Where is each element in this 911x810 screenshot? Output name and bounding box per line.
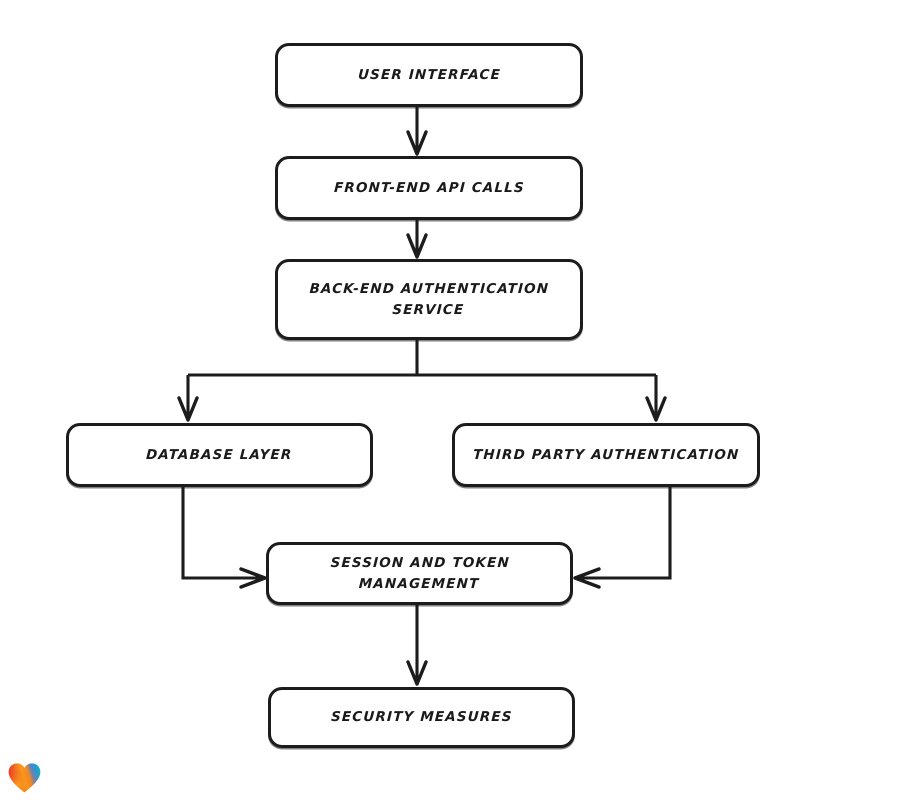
node-session-and-token-management[interactable]: Session and Token Management [266, 542, 573, 605]
heart-icon [8, 763, 41, 793]
edge-database-layer-to-session-token [181, 487, 267, 589]
node-security-measures[interactable]: Security Measures [268, 687, 575, 748]
node-third-party-authentication[interactable]: Third Party Authentication [452, 423, 760, 487]
node-security-measures-label: Security Measures [330, 709, 513, 726]
edge-backend-auth-split-bus [188, 340, 656, 377]
node-session-and-token-management-label: Session and Token Management [330, 554, 511, 592]
node-user-interface[interactable]: User Interface [275, 43, 583, 107]
edge-user-interface-to-frontend-api [406, 107, 428, 156]
node-backend-authentication-service[interactable]: Back-end Authentication Service [275, 259, 583, 340]
edge-third-party-auth-to-session-token [573, 487, 672, 589]
node-database-layer-label: Database Layer [145, 446, 294, 463]
node-user-interface-label: User Interface [357, 66, 501, 83]
node-database-layer[interactable]: Database Layer [66, 423, 373, 487]
edge-backend-auth-to-third-party-auth [645, 375, 667, 422]
node-frontend-api-calls[interactable]: Front-end API Calls [275, 156, 583, 220]
edge-frontend-api-to-backend-auth [406, 220, 428, 259]
edge-backend-auth-to-database-layer [177, 375, 199, 422]
node-third-party-authentication-label: Third Party Authentication [472, 446, 740, 463]
edge-session-token-to-security-measures [406, 605, 428, 686]
node-backend-authentication-service-label: Back-end Authentication Service [309, 280, 550, 318]
node-frontend-api-calls-label: Front-end API Calls [333, 179, 525, 196]
